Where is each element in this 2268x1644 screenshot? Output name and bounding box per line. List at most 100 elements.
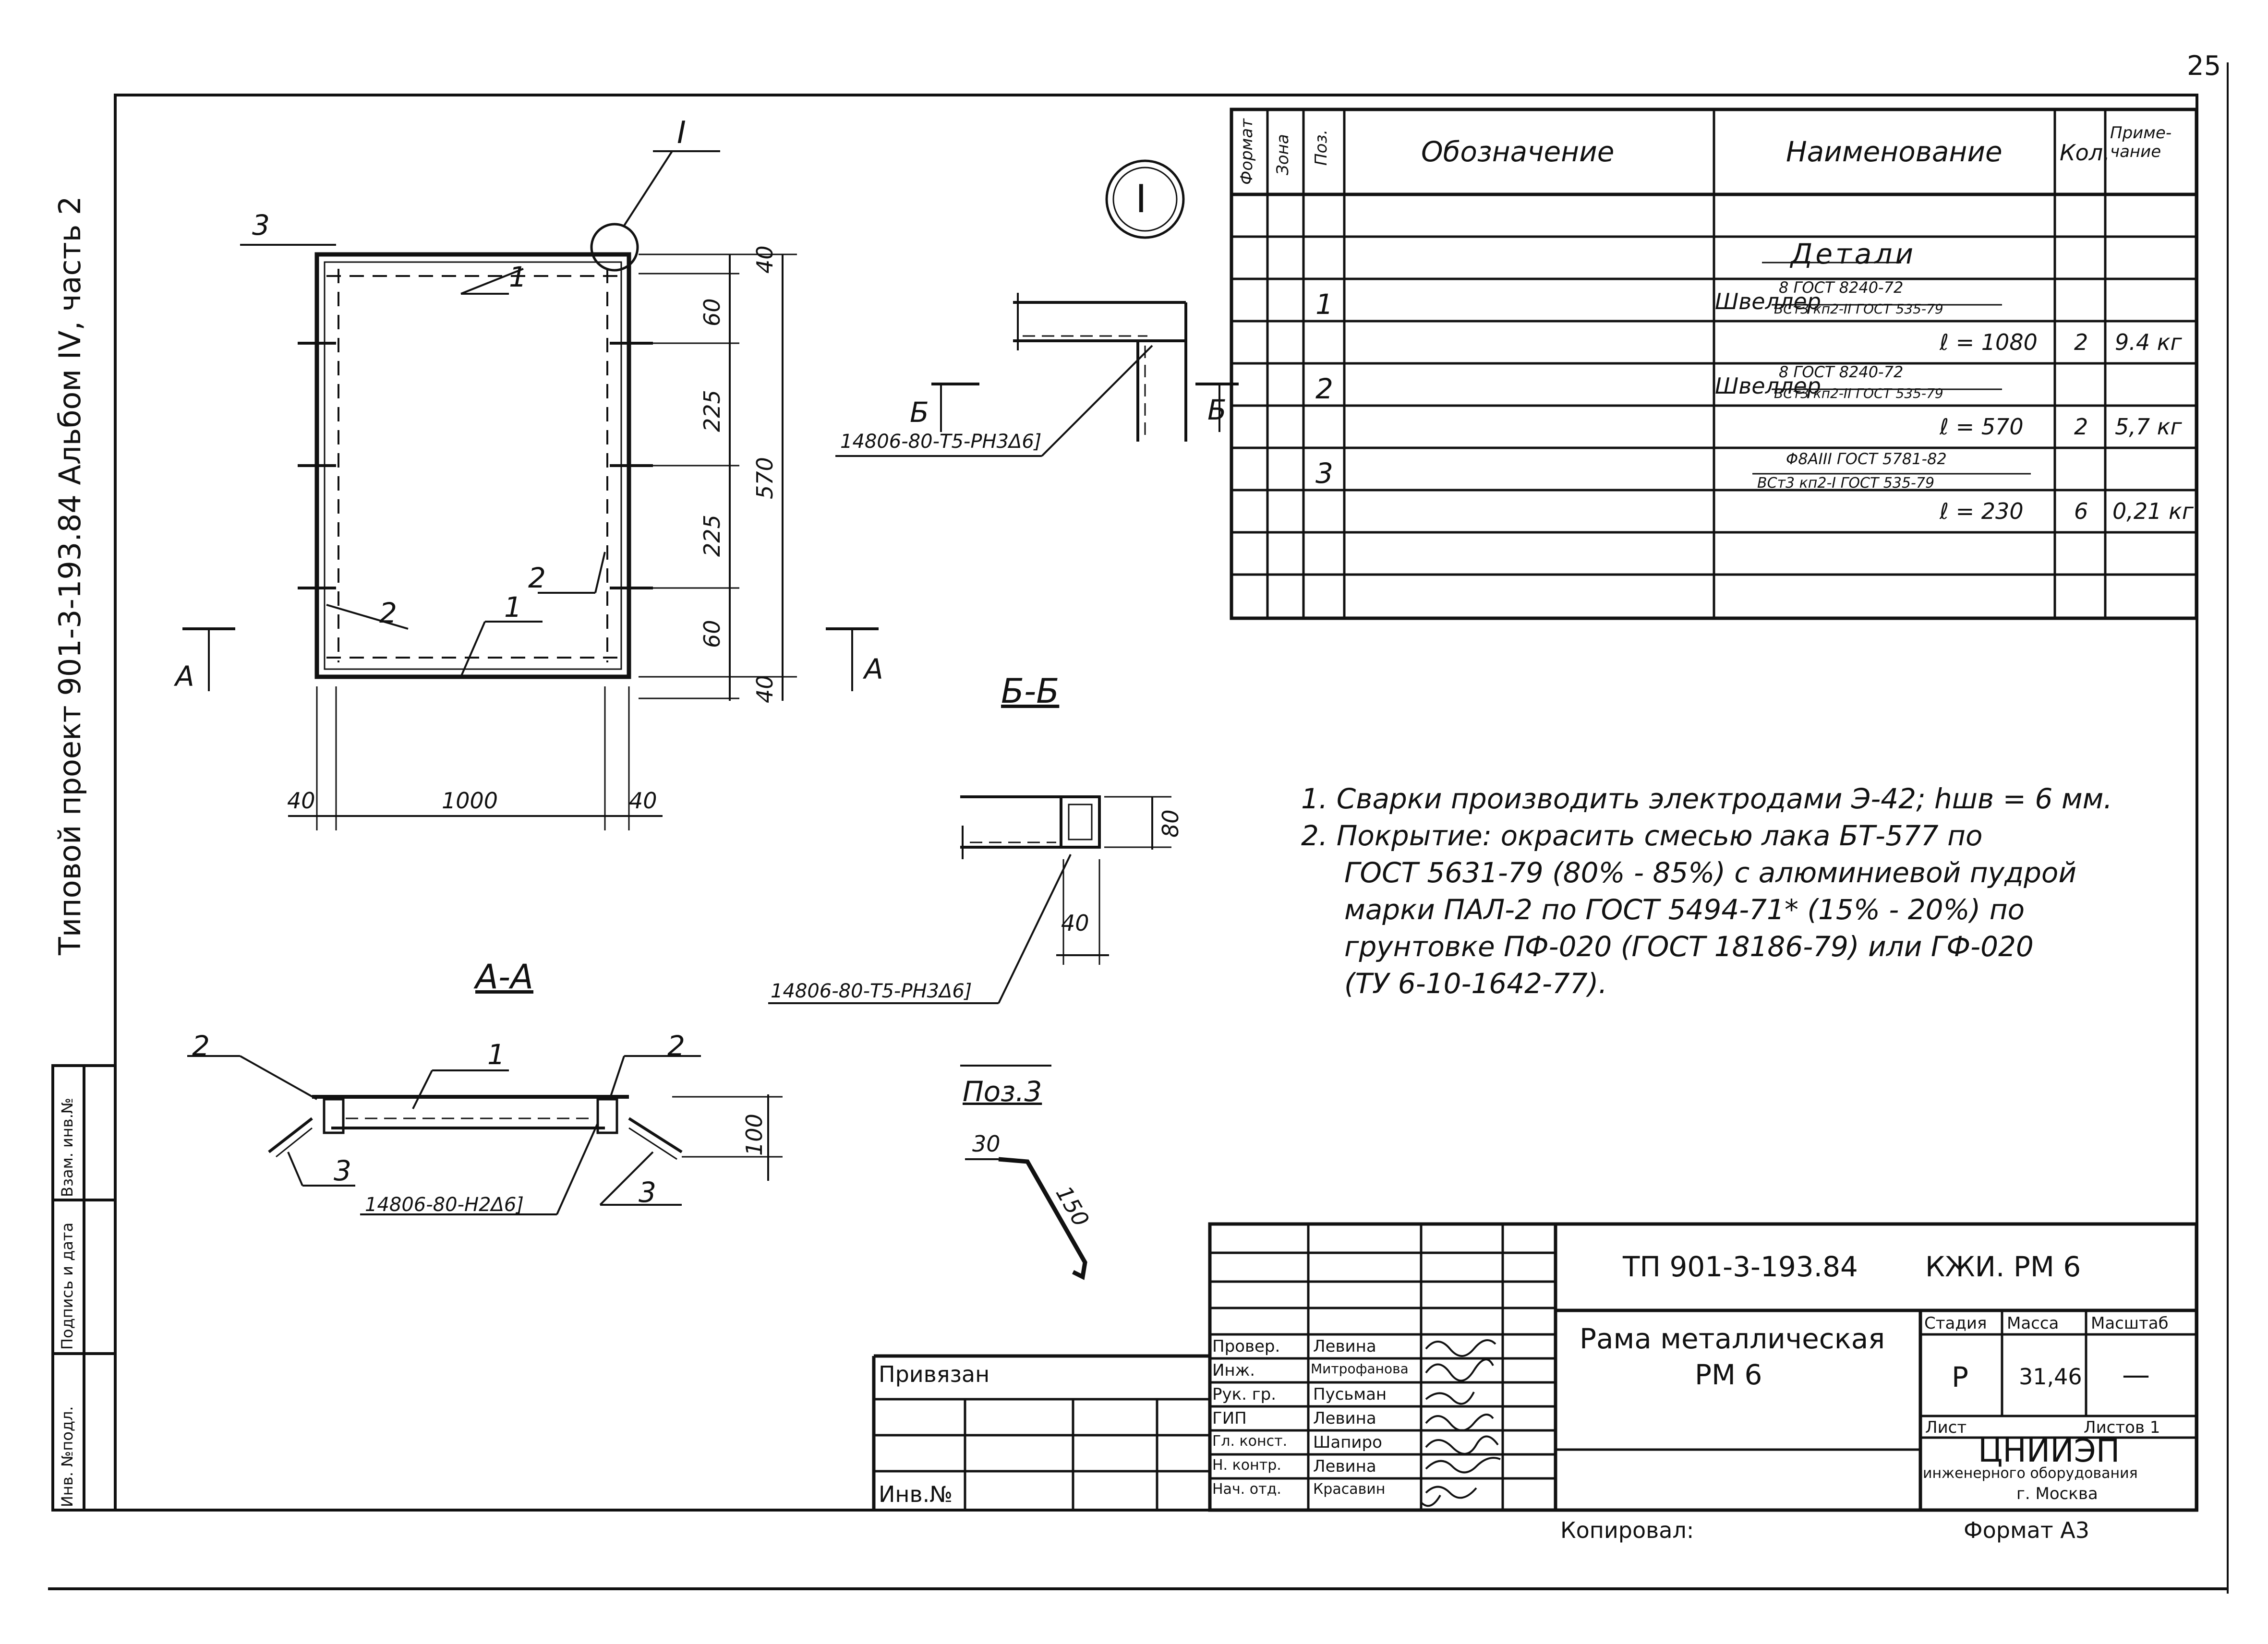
spec-qty-3: 6 — [2074, 498, 2088, 524]
spec-qty-1: 2 — [2074, 329, 2088, 355]
name-2: Митрофанова — [1311, 1361, 1409, 1377]
spec-note-2: 5,7 кг — [2115, 414, 2182, 440]
spec-frac-top-1: 8 ГОСТ 8240-72 — [1779, 278, 1904, 297]
spec-name-2: Швеллер — [1715, 373, 1821, 399]
spec-header-zone: Зона — [1273, 134, 1292, 175]
name-1: Левина — [1313, 1337, 1376, 1356]
section-B-right: Б — [1207, 394, 1227, 426]
role-1: Провер. — [1212, 1337, 1280, 1356]
note-line-1: 1. Сварки производить электродами Э-42; … — [1301, 782, 2112, 815]
spec-frac-bottom-1: ВСт3 кп2-II ГОСТ 535-79 — [1774, 301, 1943, 317]
scale-value: — — [2122, 1358, 2150, 1391]
dim-40-top: 40 — [752, 245, 778, 274]
pos3-title: Поз.3 — [963, 1075, 1042, 1108]
copied-label: Копировал: — [1560, 1517, 1694, 1543]
sheet-label: Лист — [1925, 1418, 1967, 1437]
spec-header-note: Приме-чание — [2110, 123, 2172, 162]
name-3: Пусьман — [1313, 1385, 1387, 1404]
dim-40-right: 40 — [629, 788, 657, 814]
pos3-dim-30: 30 — [972, 1131, 1001, 1157]
stage-value: Р — [1952, 1361, 1968, 1393]
spec-len-2: ℓ = 570 — [1940, 414, 2024, 440]
side-stamp-inv: Инв. №подл. — [58, 1406, 76, 1507]
name-4: Левина — [1313, 1409, 1376, 1428]
section-BB-weld: 14806-80-Т5-РН3Δ6] — [771, 980, 972, 1002]
spec-note-3: 0,21 кг — [2112, 498, 2194, 524]
mass-header: Масса — [2007, 1314, 2059, 1333]
dim-40-bottom: 40 — [752, 675, 778, 703]
spec-frac-top-3: Φ8АIII ГОСТ 5781-82 — [1786, 450, 1947, 468]
spec-len-3: ℓ = 230 — [1940, 498, 2024, 524]
format-label: Формат А3 — [1964, 1517, 2089, 1543]
spec-header-format: Формат — [1237, 119, 1256, 185]
section-BB-title: Б-Б — [1001, 672, 1060, 711]
aa-label-2-right: 2 — [667, 1030, 685, 1062]
detail-I-mark: I — [1135, 177, 1147, 221]
spec-frac-top-2: 8 ГОСТ 8240-72 — [1779, 363, 1904, 381]
dim-40-bb: 40 — [1061, 910, 1089, 936]
spec-pos-1: 1 — [1315, 288, 1333, 321]
dim-60-bottom: 60 — [699, 620, 725, 648]
detail-I-weld: 14806-80-Т5-РН3Δ6] — [840, 431, 1042, 453]
dim-100: 100 — [741, 1114, 767, 1156]
detail-I — [835, 159, 1239, 457]
pos-label-1-top: 1 — [509, 261, 527, 293]
pos-label-2-left: 2 — [379, 597, 397, 629]
org-sub: инженерного оборудования — [1923, 1465, 2138, 1482]
callout-I-label: I — [677, 115, 686, 151]
note-line-6: (ТУ 6-10-1642-77). — [1344, 967, 1607, 1000]
aa-label-2-left: 2 — [192, 1030, 210, 1062]
dim-570-total: 570 — [752, 457, 778, 499]
role-5: Гл. конст. — [1212, 1433, 1288, 1450]
section-BB — [768, 795, 1171, 1004]
spec-table-lines — [1230, 108, 2198, 620]
spec-pos-3: 3 — [1315, 457, 1333, 490]
scale-header: Масштаб — [2091, 1314, 2169, 1333]
stage-header: Стадия — [1924, 1314, 1987, 1333]
page-number: 25 — [2187, 50, 2221, 82]
section-B-left: Б — [910, 396, 929, 429]
aa-label-3-left: 3 — [334, 1154, 351, 1187]
dim-225-a: 225 — [699, 390, 725, 432]
frame-view — [182, 150, 879, 830]
signature-scribbles — [1420, 1339, 1501, 1507]
section-A-left: А — [175, 660, 194, 693]
drawing-mark: КЖИ. РМ 6 — [1925, 1250, 2081, 1283]
side-stamp-sign: Подпись и дата — [58, 1222, 76, 1350]
name-7: Красавин — [1313, 1481, 1386, 1498]
side-stamp-replace: Взам. инв.№ — [58, 1097, 76, 1197]
spec-header-qty: Кол. — [2060, 140, 2110, 166]
section-AA-title: А-А — [475, 957, 534, 996]
dim-80: 80 — [1158, 809, 1183, 838]
pos-label-1-bottom: 1 — [504, 591, 522, 624]
org-city: г. Москва — [2016, 1484, 2098, 1503]
note-line-2: 2. Покрытие: окрасить смесью лака БТ-577… — [1301, 819, 1983, 852]
spec-frac-bottom-3: ВСт3 кп2-I ГОСТ 535-79 — [1757, 475, 1935, 492]
section-AA-weld: 14806-80-Н2Δ6] — [365, 1194, 524, 1216]
drawing-name-2: РМ 6 — [1695, 1358, 1762, 1391]
name-6: Левина — [1313, 1457, 1376, 1476]
pos-label-2-right: 2 — [528, 562, 546, 594]
pos-label-3: 3 — [252, 209, 270, 241]
inv-label: Инв.№ — [879, 1481, 953, 1507]
dim-1000: 1000 — [442, 788, 498, 814]
note-line-4: марки ПАЛ-2 по ГОСТ 5494-71* (15% - 20%)… — [1344, 893, 2025, 926]
spec-header-pos: Поз. — [1312, 129, 1331, 166]
aa-label-3-right: 3 — [639, 1176, 656, 1209]
dim-225-b: 225 — [699, 515, 725, 557]
title-block-lines — [872, 1222, 2198, 1512]
mass-value: 31,46 — [2019, 1364, 2082, 1390]
spec-len-1: ℓ = 1080 — [1940, 329, 2038, 355]
spec-qty-2: 2 — [2074, 414, 2088, 440]
spec-note-1: 9.4 кг — [2115, 329, 2182, 355]
dim-40-left: 40 — [287, 788, 315, 814]
role-6: Н. контр. — [1212, 1457, 1281, 1474]
linked-label: Привязан — [879, 1361, 990, 1387]
name-5: Шапиро — [1313, 1433, 1382, 1452]
role-4: ГИП — [1212, 1409, 1247, 1428]
note-line-3: ГОСТ 5631-79 (80% - 85%) с алюминиевой п… — [1344, 856, 2077, 889]
role-2: Инж. — [1212, 1361, 1255, 1380]
side-title: Типовой проект 901-3-193.84 Альбом IV, ч… — [52, 196, 87, 955]
aa-label-1: 1 — [487, 1038, 505, 1071]
